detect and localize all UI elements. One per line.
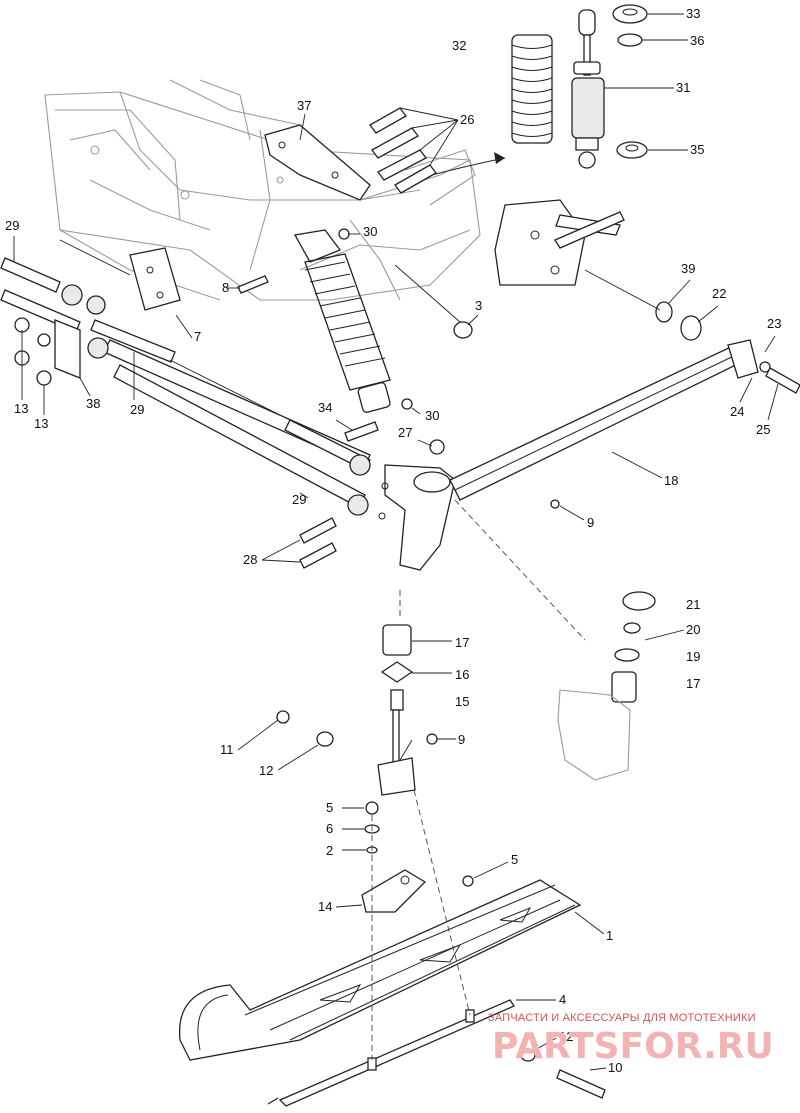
callout-27: 27 bbox=[398, 425, 412, 440]
watermark-caption: ЗАПЧАСТИ И АКСЕССУАРЫ ДЛЯ МОТОТЕХНИКИ bbox=[488, 1012, 756, 1024]
trailing-arm-bracket bbox=[494, 199, 625, 286]
callout-15: 15 bbox=[455, 694, 469, 709]
callout-32: 32 bbox=[452, 38, 466, 53]
callout-37: 37 bbox=[297, 98, 311, 113]
callout-9: 9 bbox=[587, 515, 594, 530]
callout-8: 8 bbox=[222, 280, 229, 295]
bolts-28 bbox=[299, 517, 337, 569]
callout-17: 17 bbox=[455, 635, 469, 650]
callout-6: 6 bbox=[326, 821, 333, 836]
callout-16: 16 bbox=[455, 667, 469, 682]
callout-29: 29 bbox=[292, 492, 306, 507]
upper-bracket bbox=[264, 124, 371, 201]
center-shock bbox=[293, 229, 391, 413]
wear-bar bbox=[267, 999, 515, 1107]
callout-5: 5 bbox=[511, 852, 518, 867]
callout-3: 3 bbox=[475, 298, 482, 313]
callout-31: 31 bbox=[676, 80, 690, 95]
callout-36: 36 bbox=[690, 33, 704, 48]
chassis-frame bbox=[44, 79, 481, 301]
callout-26: 26 bbox=[460, 112, 474, 127]
callout-34: 34 bbox=[318, 400, 332, 415]
shock-spring bbox=[511, 34, 553, 144]
watermark: ЗАПЧАСТИ И АКСЕССУАРЫ ДЛЯ МОТОТЕХНИКИ PA… bbox=[488, 1012, 794, 1108]
small-hardware bbox=[237, 228, 473, 455]
callout-19: 19 bbox=[686, 649, 700, 664]
callout-14: 14 bbox=[318, 899, 332, 914]
callout-18: 18 bbox=[664, 473, 678, 488]
callout-11: 11 bbox=[220, 742, 234, 757]
callout-29: 29 bbox=[130, 402, 144, 417]
ski-saddle bbox=[361, 869, 427, 913]
callout-10: 10 bbox=[608, 1060, 622, 1075]
callout-29: 29 bbox=[5, 218, 19, 233]
callout-1: 1 bbox=[606, 928, 613, 943]
callout-20: 20 bbox=[686, 622, 700, 637]
callout-22: 22 bbox=[712, 286, 726, 301]
ski bbox=[178, 875, 582, 1061]
callout-24: 24 bbox=[730, 404, 744, 419]
mount-plate bbox=[129, 247, 181, 311]
spindle-housing bbox=[378, 464, 456, 571]
callout-30: 30 bbox=[425, 408, 439, 423]
shock-absorber bbox=[571, 9, 605, 169]
callout-9: 9 bbox=[458, 732, 465, 747]
callout-28: 28 bbox=[243, 552, 257, 567]
ski-hardware bbox=[276, 499, 560, 747]
bolts-26 bbox=[369, 107, 437, 194]
callout-12: 12 bbox=[259, 763, 273, 778]
watermark-logo: PARTSFOR.RU bbox=[492, 1026, 774, 1067]
suspension-rods bbox=[0, 257, 371, 516]
leader-lines bbox=[13, 13, 779, 1071]
callout-33: 33 bbox=[686, 6, 700, 21]
callout-13: 13 bbox=[34, 416, 48, 431]
callout-39: 39 bbox=[681, 261, 695, 276]
callout-17: 17 bbox=[686, 676, 700, 691]
spindle-inset bbox=[557, 591, 656, 781]
callout-12: 12 bbox=[559, 1029, 573, 1044]
ski-bolt bbox=[520, 1048, 606, 1099]
shock-top-cap bbox=[612, 4, 648, 159]
callout-21: 21 bbox=[686, 597, 700, 612]
callout-5: 5 bbox=[326, 800, 333, 815]
callout-38: 38 bbox=[86, 396, 100, 411]
callout-2: 2 bbox=[326, 843, 333, 858]
callout-23: 23 bbox=[767, 316, 781, 331]
washers-right bbox=[655, 301, 800, 394]
radius-arm bbox=[449, 344, 752, 501]
callout-4: 4 bbox=[559, 992, 566, 1007]
exploded-axes bbox=[59, 239, 661, 1060]
callout-30: 30 bbox=[363, 224, 377, 239]
callout-7: 7 bbox=[194, 329, 201, 344]
nuts-13 bbox=[14, 317, 81, 386]
callout-35: 35 bbox=[690, 142, 704, 157]
callout-13: 13 bbox=[14, 401, 28, 416]
spindle-column bbox=[377, 624, 416, 796]
callout-25: 25 bbox=[756, 422, 770, 437]
